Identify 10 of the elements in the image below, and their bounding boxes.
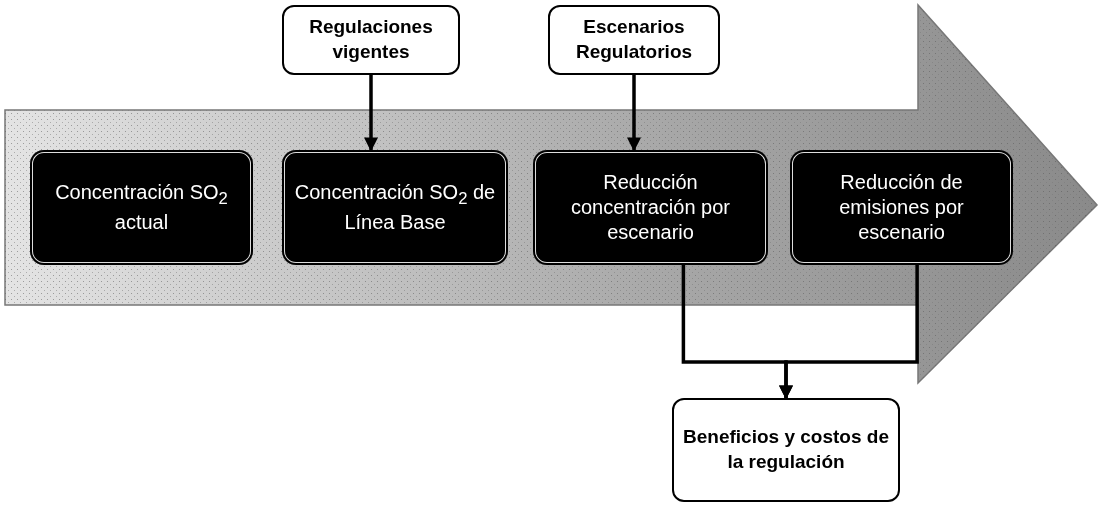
connector-arrow (627, 75, 641, 152)
input-box: Escenarios Regulatorios (548, 5, 720, 75)
process-box: Reducción de emisiones por escenario (790, 150, 1013, 265)
process-box: Reducción concentración por escenario (533, 150, 768, 265)
connector-arrow (779, 265, 919, 400)
input-box: Beneficios y costos de la regulación (672, 398, 900, 502)
input-box: Regulaciones vigentes (282, 5, 460, 75)
process-box: Concentración SO$_{2}$ de Línea Base (282, 150, 508, 265)
connector-arrow (364, 75, 378, 152)
process-box: Concentración SO$_{2}$ actual (30, 150, 253, 265)
